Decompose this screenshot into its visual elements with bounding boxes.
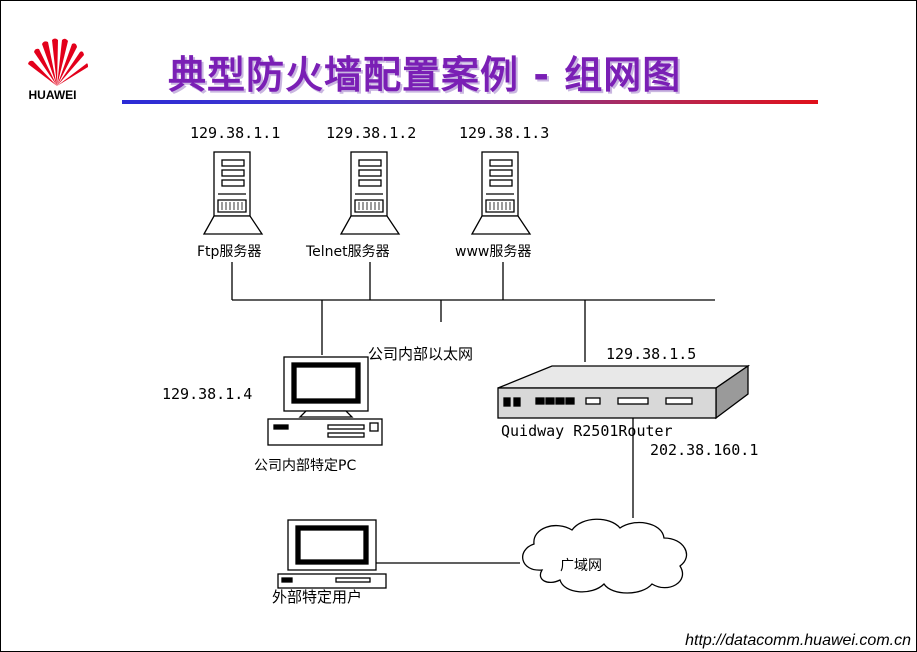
internal-pc-label: 公司内部特定PC [254,458,357,474]
page-title: 典型防火墙配置案例 - 组网图 [168,53,682,97]
external-user-pc-icon [277,519,387,589]
internal-pc-icon [267,356,383,446]
brand-name: HUAWEI [28,88,77,102]
telnet-server-label: Telnet服务器 [306,244,390,260]
router-lan-ip: 129.38.1.5 [606,345,697,363]
internal-pc-ip: 129.38.1.4 [162,385,253,403]
telnet-server-icon [339,151,401,235]
wan-label: 广域网 [560,558,602,574]
wan-cloud-icon [522,518,688,594]
router-label: Quidway R2501Router [501,422,673,440]
lan-label: 公司内部以太网 [368,345,474,363]
ftp-server-ip: 129.38.1.1 [190,124,281,142]
ftp-server-icon [202,151,264,235]
www-server-label: www服务器 [455,244,532,260]
www-server-icon [470,151,532,235]
router-icon [497,364,751,420]
telnet-server-ip: 129.38.1.2 [326,124,417,142]
title-underline [122,100,818,104]
router-wan-ip: 202.38.160.1 [650,441,759,459]
huawei-logo-icon [28,38,88,86]
footer-url: http://datacomm.huawei.com.cn [685,632,911,649]
ftp-server-label: Ftp服务器 [197,244,262,260]
external-user-label: 外部特定用户 [272,588,363,606]
www-server-ip: 129.38.1.3 [459,124,550,142]
